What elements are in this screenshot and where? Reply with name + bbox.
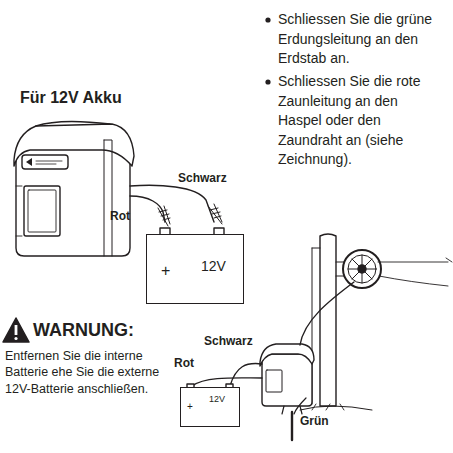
energizer-device — [14, 121, 134, 256]
battery-voltage: 12V — [201, 259, 226, 273]
bullet — [265, 79, 270, 84]
battery-box: +12V — [146, 234, 244, 304]
instruction-text: Schliessen Sie die rote Zaunleitung an d… — [278, 72, 436, 170]
terminal-sign: + — [161, 263, 170, 279]
instruction-text: Schliessen Sie die grüne Erdungsleitung … — [278, 10, 436, 69]
red-wire — [130, 196, 165, 222]
energizer-device — [260, 344, 314, 414]
ground-rod — [291, 412, 293, 440]
wire-label: Rot — [174, 355, 194, 372]
bullet — [265, 17, 270, 22]
wire-label: Schwarz — [178, 170, 227, 187]
wire-reel — [343, 250, 381, 288]
heading: Für 12V Akku — [20, 87, 122, 109]
green-wire — [294, 398, 306, 414]
fence-wire — [378, 258, 452, 262]
fence-wire — [379, 276, 448, 286]
terminal-sign: + — [187, 402, 193, 412]
warning-heading: WARNUNG: — [33, 320, 134, 342]
fence-lead — [300, 282, 354, 345]
wire-label: Grün — [300, 413, 329, 430]
battery-box: +12V — [180, 387, 240, 427]
warning-text: Entfernen Sie die interne Batterie ehe S… — [5, 348, 187, 397]
wire-label: Schwarz — [204, 333, 253, 350]
wire-label: Rot — [110, 208, 130, 225]
black-wire — [130, 185, 214, 222]
battery-voltage: 12V — [209, 395, 225, 404]
black-wire — [230, 364, 262, 386]
warning-icon — [3, 318, 29, 342]
